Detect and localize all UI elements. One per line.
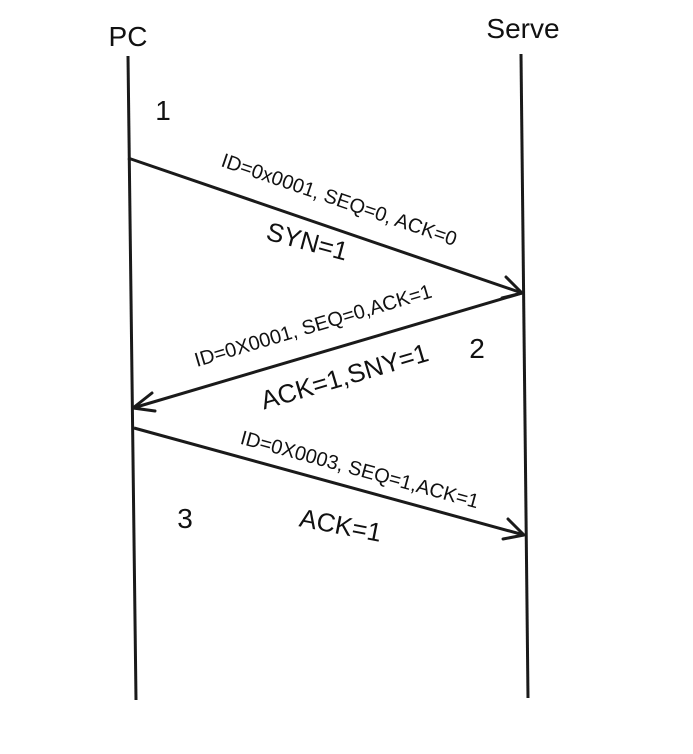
- message-2-flags: ACK=1,SNY=1: [257, 337, 432, 415]
- message-1-flags: SYN=1: [263, 216, 351, 266]
- step-1-number: 1: [155, 95, 171, 126]
- message-1-arrow-line: [127, 156, 523, 295]
- pc-lifeline: [126, 55, 138, 701]
- step-2-number: 2: [469, 333, 485, 364]
- message-3-header: ID=0X0003, SEQ=1,ACK=1: [238, 427, 481, 513]
- message-3-arrow-line: [133, 426, 525, 537]
- message-3-arrowhead: [501, 517, 526, 541]
- participant-serve-label: Serve: [486, 13, 559, 44]
- message-3-flags: ACK=1: [297, 503, 384, 548]
- message-2-arrowhead: [131, 391, 157, 413]
- participant-pc-label: PC: [109, 21, 148, 52]
- step-3-number: 3: [177, 503, 193, 534]
- serve-lifeline: [519, 53, 530, 699]
- message-2-arrow-line: [132, 291, 523, 410]
